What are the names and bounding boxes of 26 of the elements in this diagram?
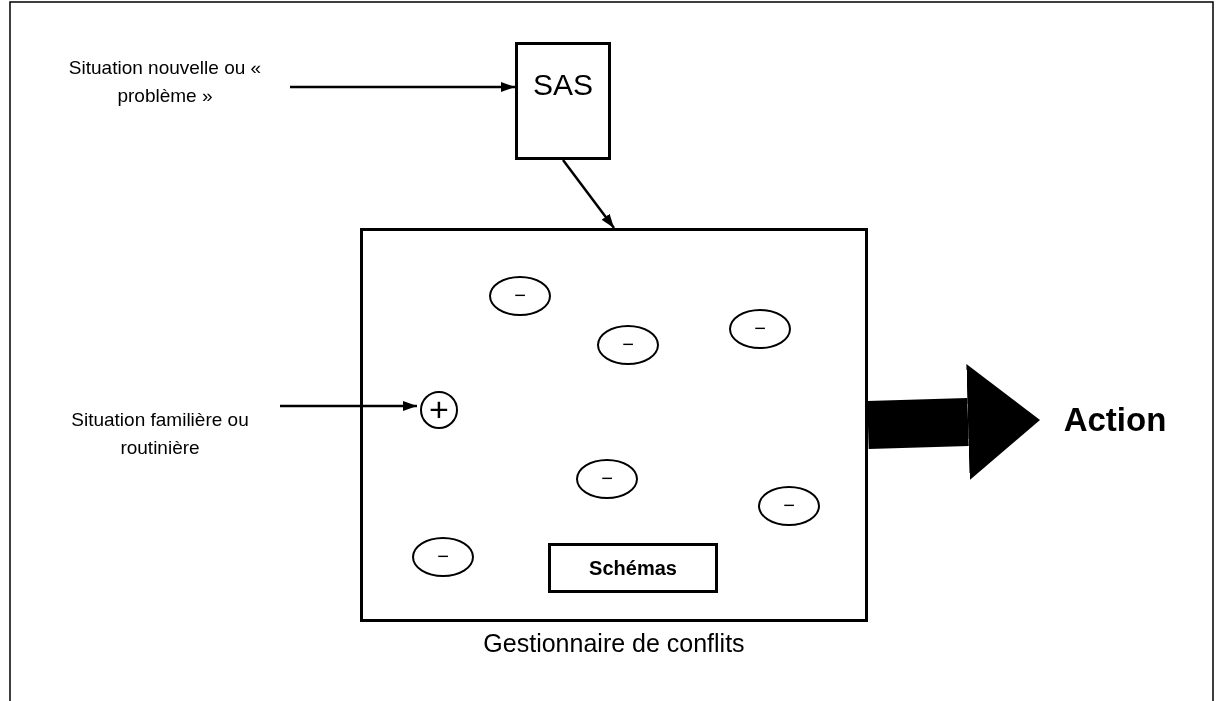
sign-symbol: − bbox=[437, 545, 449, 566]
process-box bbox=[515, 42, 611, 160]
label-box bbox=[548, 543, 718, 593]
schema-ellipse bbox=[576, 459, 638, 499]
schema-ellipse bbox=[412, 537, 474, 577]
sign-symbol: − bbox=[783, 494, 795, 515]
sign-symbol: + bbox=[429, 391, 449, 426]
sign-symbol: − bbox=[601, 467, 613, 488]
schema-ellipse bbox=[729, 309, 791, 349]
sign-symbol: − bbox=[514, 284, 526, 305]
schema-ellipse bbox=[420, 391, 458, 429]
sign-symbol: − bbox=[622, 333, 634, 354]
schema-ellipse bbox=[489, 276, 551, 316]
arrow bbox=[562, 159, 615, 229]
schema-ellipse bbox=[597, 325, 659, 365]
arrow bbox=[290, 82, 515, 92]
sign-symbol: − bbox=[754, 317, 766, 338]
node-label: Situation familière ou routinière bbox=[70, 408, 250, 460]
node-label: Action bbox=[1063, 400, 1167, 441]
block-arrow bbox=[867, 364, 1040, 481]
arrow bbox=[280, 401, 417, 411]
node-label: SAS bbox=[533, 67, 593, 103]
module-title: Gestionnaire de conflits bbox=[483, 628, 745, 659]
node-label: Schémas bbox=[589, 555, 677, 581]
schema-ellipse bbox=[758, 486, 820, 526]
node-label: Situation nouvelle ou « problème » bbox=[67, 56, 263, 108]
